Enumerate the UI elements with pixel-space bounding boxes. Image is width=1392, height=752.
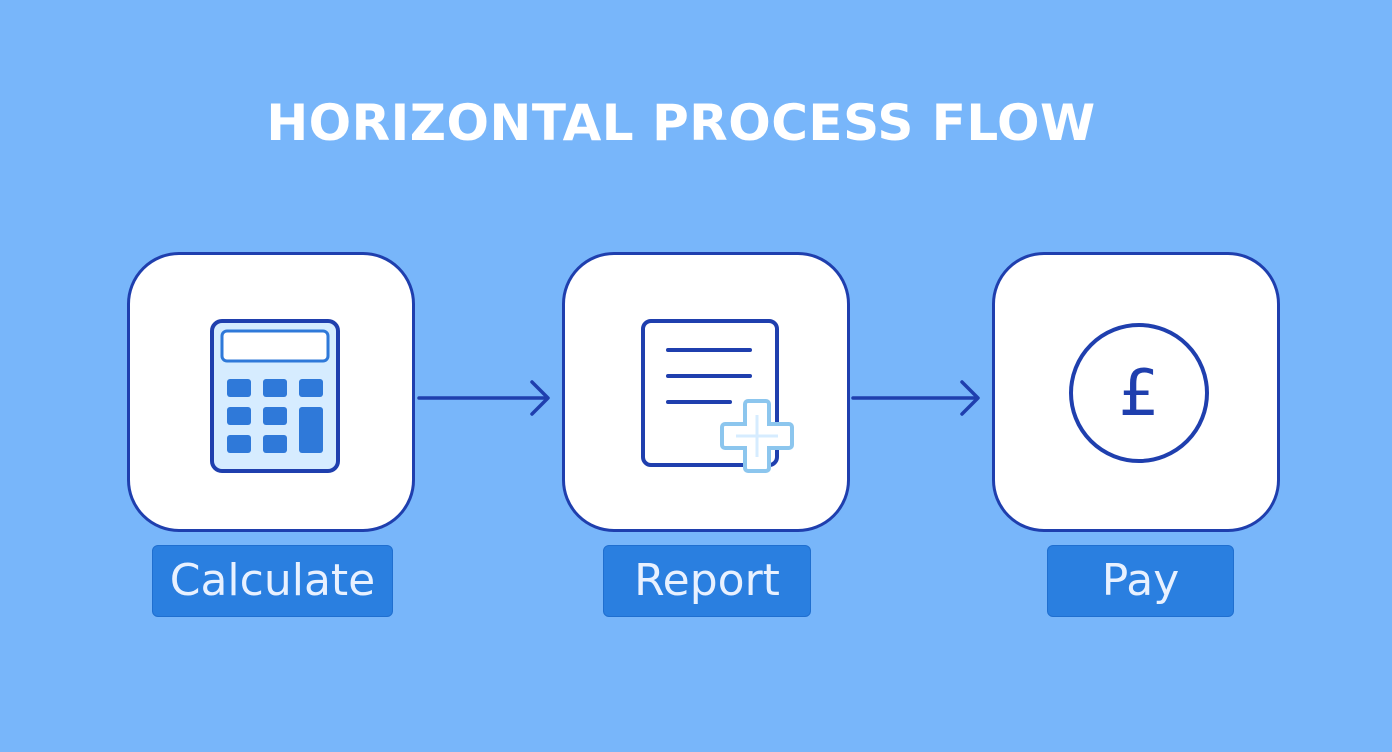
diagram-title: HORIZONTAL PROCESS FLOW — [266, 94, 1096, 152]
step-card-report — [562, 252, 850, 532]
calculator-icon — [210, 319, 340, 473]
pound-coin-icon: £ — [1069, 323, 1209, 463]
step-label-calculate: Calculate — [152, 545, 393, 617]
svg-text:£: £ — [1119, 357, 1160, 431]
step-card-pay: £ — [992, 252, 1280, 532]
step-label-report: Report — [603, 545, 811, 617]
step-label-pay: Pay — [1047, 545, 1234, 617]
step-card-calculate — [127, 252, 415, 532]
document-add-icon — [641, 319, 794, 473]
arrow-report-to-pay — [851, 380, 980, 416]
arrow-calculate-to-report — [417, 380, 550, 416]
